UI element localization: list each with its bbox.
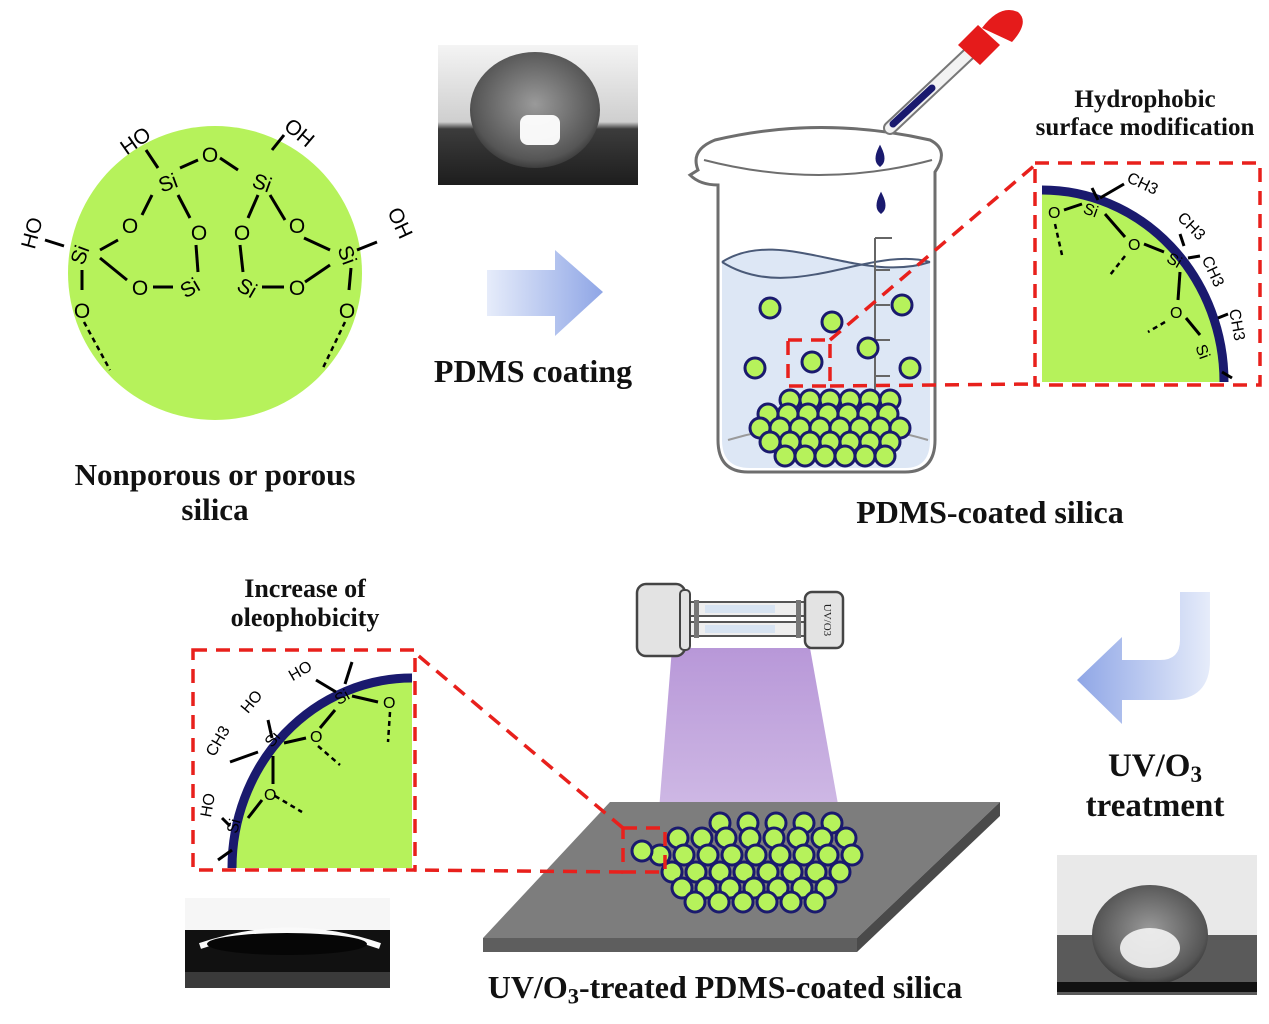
- label-oleo-line2: oleophobicity: [230, 603, 380, 633]
- label-uv-treatment-line2: treatment: [1085, 787, 1225, 824]
- methyl-group: CH3: [203, 723, 234, 759]
- lamp-label: UV/O3: [821, 604, 833, 637]
- silica-particle-dot: [853, 444, 877, 468]
- o-atom: O: [310, 729, 322, 746]
- o-atom: O: [202, 144, 218, 167]
- silica-particle-dot: [779, 890, 803, 914]
- o-atom: O: [289, 215, 305, 238]
- silica-particle-dot: [803, 890, 827, 914]
- label-pdms-coated: PDMS-coated silica: [856, 494, 1124, 530]
- o-atom: O: [191, 222, 207, 245]
- silica-particle-dot: [773, 444, 797, 468]
- silica-particle-dot: [768, 843, 792, 867]
- silica-particle-dot: [804, 860, 828, 884]
- si-atom: Si: [1192, 342, 1213, 361]
- label-final-product: UV/O3-treated PDMS-coated silica: [487, 969, 963, 1009]
- label-hydrophobic: Hydrophobic surface modification: [1020, 86, 1269, 142]
- particle-pile: [748, 388, 912, 468]
- silica-particle-dot: [756, 860, 780, 884]
- label-oleophobicity: Increase of oleophobicity: [185, 574, 425, 632]
- label-uv-treatment: UV/O3 treatment: [1040, 748, 1269, 825]
- silica-sphere: [68, 126, 362, 420]
- methyl-group: CH3: [1174, 209, 1209, 244]
- o-atom: O: [339, 300, 355, 323]
- silica-particle-dot: [840, 843, 864, 867]
- silica-particle-dot: [828, 860, 852, 884]
- silica-particle-dot: [630, 839, 654, 863]
- silica-particle-dot: [744, 843, 768, 867]
- silica-particle-dot: [731, 890, 755, 914]
- zoom-box-inset: [191, 648, 417, 872]
- curved-arrow-icon: [1077, 592, 1210, 724]
- label-hydrophobic-line1: Hydrophobic: [1074, 86, 1216, 113]
- silica-particle-dot: [793, 444, 817, 468]
- silica-particle-dot: [780, 860, 804, 884]
- silica-particle-dot: [683, 890, 707, 914]
- oleophobic-inset: Si O O Si O Si HO HO CH3 HO: [191, 648, 417, 872]
- silica-particle-dot: [792, 843, 816, 867]
- label-silica: Nonporous or porous silica: [30, 457, 400, 527]
- silica-particle-dot: [660, 860, 684, 884]
- o-atom: O: [74, 300, 90, 323]
- methyl-group: CH3: [1225, 308, 1247, 343]
- zoom-box-inset: [1033, 161, 1262, 387]
- uv-lamp: UV/O3: [635, 582, 845, 658]
- o-atom: O: [132, 277, 148, 300]
- si-atom: Si: [224, 817, 244, 835]
- hydrophobic-inset: O Si O Si O Si CH3 CH3 CH3 CH3: [1033, 161, 1262, 387]
- label-silica-line2: silica: [181, 491, 249, 527]
- photo-top-droplet: [438, 45, 638, 185]
- silica-particle-dot: [672, 843, 696, 867]
- silica-particle-dot: [873, 444, 897, 468]
- hydroxyl-group: HO: [238, 687, 266, 716]
- silica-particle-dot: [684, 860, 708, 884]
- silica-particle: Si O Si O O O O Si Si O Si Si O O O HO O…: [17, 114, 417, 420]
- dropper: [875, 10, 1023, 214]
- label-oleo-line1: Increase of: [244, 574, 366, 603]
- silica-particle-dot: [708, 860, 732, 884]
- silica-particle-dot: [732, 860, 756, 884]
- o-atom: O: [264, 787, 276, 804]
- hydroxyl-group: HO: [17, 215, 47, 251]
- o-atom: O: [289, 277, 305, 300]
- silica-particle-dot: [833, 444, 857, 468]
- silica-particle-dot: [813, 444, 837, 468]
- hydroxyl-group: OH: [382, 204, 416, 242]
- o-atom: O: [122, 215, 138, 238]
- o-atom: O: [1048, 205, 1060, 222]
- si-atom: Si: [1081, 200, 1100, 221]
- photo-oil-droplet: [185, 898, 390, 988]
- o-atom: O: [234, 222, 250, 245]
- substrate-plate: [483, 802, 1000, 952]
- silica-particle-dot: [670, 876, 694, 900]
- silica-particle-dot: [707, 890, 731, 914]
- methyl-group: CH3: [1124, 170, 1160, 199]
- particle-pile: [630, 811, 864, 914]
- o-atom: O: [1128, 237, 1140, 254]
- zoom-box-small: [621, 826, 667, 874]
- hydroxyl-group: HO: [286, 658, 315, 685]
- label-uv-treatment-line1: UV/O3: [1107, 748, 1203, 787]
- beaker: [687, 126, 943, 474]
- silica-particle-dot: [755, 890, 779, 914]
- o-atom: O: [383, 695, 395, 712]
- label-pdms-coating: PDMS coating: [433, 353, 633, 389]
- label-silica-line1: Nonporous or porous: [74, 457, 356, 492]
- silica-particle-dot: [696, 843, 720, 867]
- silica-particle-dot: [816, 843, 840, 867]
- photo-treated-droplet: [1057, 855, 1257, 995]
- right-arrow-icon: [487, 250, 603, 336]
- hydroxyl-group: HO: [198, 792, 219, 819]
- silica-particle-dot: [720, 843, 744, 867]
- label-hydrophobic-line2: surface modification: [1035, 114, 1255, 141]
- o-atom: O: [1170, 305, 1182, 322]
